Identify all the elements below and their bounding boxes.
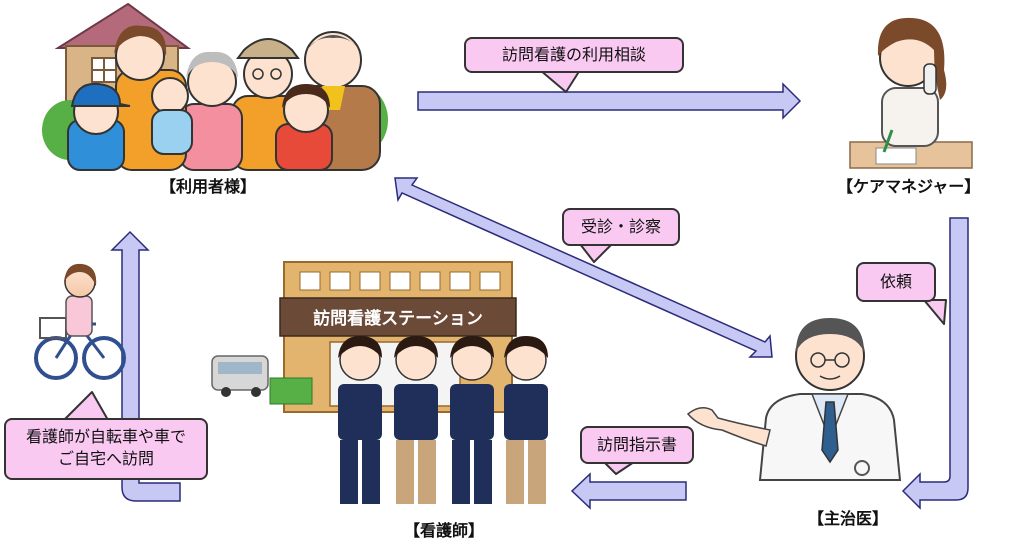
arrow-user-doctor-bidirectional <box>394 177 773 358</box>
bubble-consult: 訪問看護の利用相談 <box>464 37 684 73</box>
family-illustration <box>42 2 388 171</box>
nurses-illustration <box>338 336 548 504</box>
node-care-manager: 【ケアマネジャー】 <box>837 177 980 196</box>
care-manager-on-phone-illustration <box>849 17 973 169</box>
bubble-visit: 看護師が自転車や車で ご自宅へ訪問 <box>4 418 208 480</box>
node-doctor: 【主治医】 <box>808 509 888 528</box>
node-user: 【利用者様】 <box>160 177 256 196</box>
node-nurse: 【看護師】 <box>404 521 484 540</box>
arrow-care-manager-to-doctor <box>901 217 969 510</box>
bubble-visit-line1: 看護師が自転車や車で <box>25 427 186 446</box>
nurse-on-bicycle-illustration <box>34 263 126 380</box>
arrow-doctor-to-nurse <box>570 472 687 510</box>
doctor-illustration <box>686 318 902 481</box>
bubble-exam: 受診・診察 <box>562 208 680 246</box>
bubble-request: 依頼 <box>856 262 936 302</box>
station-sign: 訪問看護ステーション <box>313 308 483 329</box>
bubble-visit-line2: ご自宅へ訪問 <box>57 449 154 468</box>
bubble-instruction: 訪問指示書 <box>580 426 694 464</box>
arrow-user-to-care-manager <box>417 82 802 120</box>
